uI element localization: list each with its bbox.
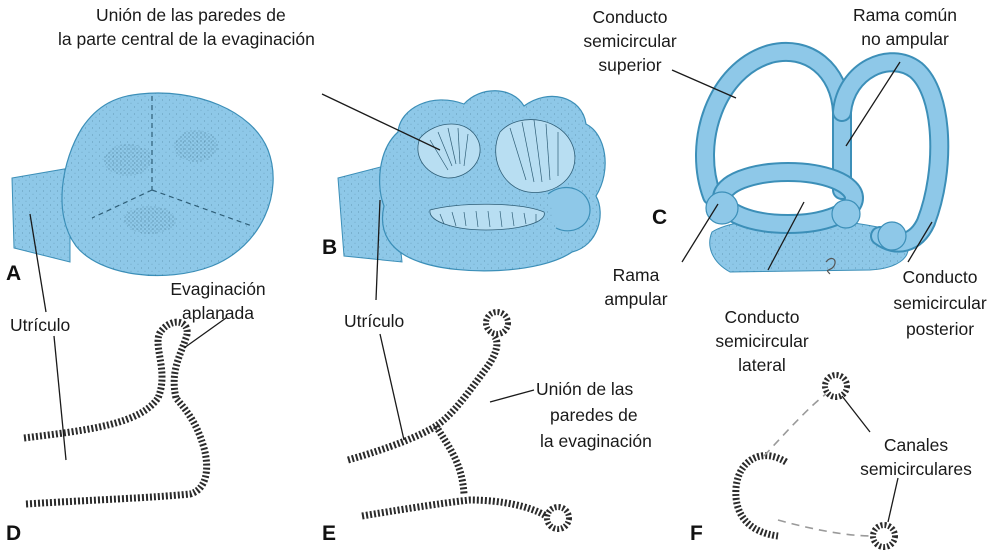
- label-conducto-post-3: posterior: [905, 319, 975, 339]
- panel-label-b: B: [322, 236, 338, 259]
- label-conducto-post-2: semicircular: [893, 293, 987, 313]
- label-evag-aplanada-1: Evaginación: [170, 279, 266, 299]
- dashed-path-f1: [763, 393, 827, 457]
- ampulla-c1: [705, 191, 739, 225]
- label-canales-1: Canales: [883, 435, 949, 455]
- label-conducto-lat-1: Conducto: [724, 307, 800, 327]
- label-rama-comun-2: no ampular: [861, 29, 949, 49]
- leader-rama-comun: [845, 61, 901, 147]
- leader-lines: [29, 61, 933, 523]
- label-canales-2: semicirculares: [860, 459, 972, 479]
- fusion-b-right: [495, 119, 576, 193]
- utricle-stalk-a-texture: [12, 168, 70, 262]
- label-union-central-1: Unión de las paredes de: [96, 5, 286, 25]
- fusion-b-bottom: [429, 203, 545, 231]
- leader-conducto-post: [907, 221, 933, 263]
- fold-line-a: [91, 96, 253, 227]
- fusion-area-a1: [104, 144, 152, 176]
- label-rama-comun-1: Rama común: [852, 5, 958, 25]
- panel-d-drawing: [23, 318, 211, 508]
- panel-label-e: E: [322, 522, 337, 545]
- label-evag-aplanada-2: aplanada: [181, 303, 255, 323]
- leader-conducto-sup: [671, 69, 737, 99]
- canal-section-f2: [870, 522, 898, 550]
- leader-canales-2: [887, 477, 899, 523]
- leader-evag-aplanada: [183, 317, 227, 349]
- fusion-area-a3: [124, 206, 176, 234]
- utricle-wall-d-lower: [25, 395, 211, 508]
- label-utriculo-b: Utrículo: [344, 311, 405, 331]
- panel-label-a: A: [6, 262, 22, 285]
- label-conducto-sup-2: semicircular: [583, 31, 677, 51]
- label-conducto-lat-2: semicircular: [715, 331, 809, 351]
- ampulla-c3: [877, 221, 907, 251]
- leader-utriculo-d: [53, 335, 67, 461]
- panel-label-c: C: [652, 206, 668, 229]
- label-rama-ampular-2: ampular: [604, 289, 668, 309]
- leader-canales: [841, 395, 871, 433]
- label-union-central-2: la parte central de la evaginación: [58, 29, 315, 49]
- leader-rama-ampular: [681, 203, 719, 263]
- panel-e-drawing: [347, 309, 572, 532]
- utricle-wall-f: [732, 452, 788, 540]
- label-conducto-lat-3: lateral: [738, 355, 786, 375]
- fusion-area-a2: [174, 130, 218, 162]
- signature-mark: [825, 257, 836, 275]
- label-union-evag-2: paredes de: [550, 405, 638, 425]
- ampulla-b: [547, 186, 591, 232]
- label-rama-ampular-1: Rama: [612, 265, 660, 285]
- dashed-path-f2: [777, 519, 873, 537]
- label-conducto-sup-3: superior: [598, 55, 662, 75]
- leader-utriculo-a: [29, 213, 47, 313]
- utricle-wall-e-lower: [361, 496, 548, 520]
- septum-e: [432, 424, 468, 495]
- fusion-b-hatching: [429, 119, 559, 228]
- leader-conducto-lat: [767, 201, 805, 271]
- lumen-e-bottom: [544, 504, 572, 532]
- panel-label-f: F: [690, 522, 703, 545]
- panel-b-drawing: [337, 90, 606, 272]
- utricle-wall-d-upper: [23, 318, 191, 442]
- panel-label-d: D: [6, 522, 22, 545]
- label-conducto-post-1: Conducto: [902, 267, 978, 287]
- panel-a-drawing: [11, 92, 274, 277]
- leader-union-evag: [489, 389, 535, 403]
- panel-c-drawing: [695, 41, 950, 275]
- utricle-wall-e-upper: [347, 333, 501, 464]
- ampulla-c2: [831, 199, 861, 229]
- leader-utriculo-b: [375, 199, 381, 301]
- leader-utriculo-e: [379, 333, 405, 441]
- label-conducto-sup-1: Conducto: [592, 7, 668, 27]
- label-union-evag-1: Unión de las: [536, 379, 634, 399]
- lumen-e-top: [483, 309, 511, 337]
- label-union-evag-3: la evaginación: [540, 431, 652, 451]
- leader-union-central: [321, 93, 441, 151]
- label-utriculo-a: Utrículo: [10, 315, 71, 335]
- panel-f-drawing: [732, 372, 898, 550]
- canal-section-f1: [822, 372, 850, 400]
